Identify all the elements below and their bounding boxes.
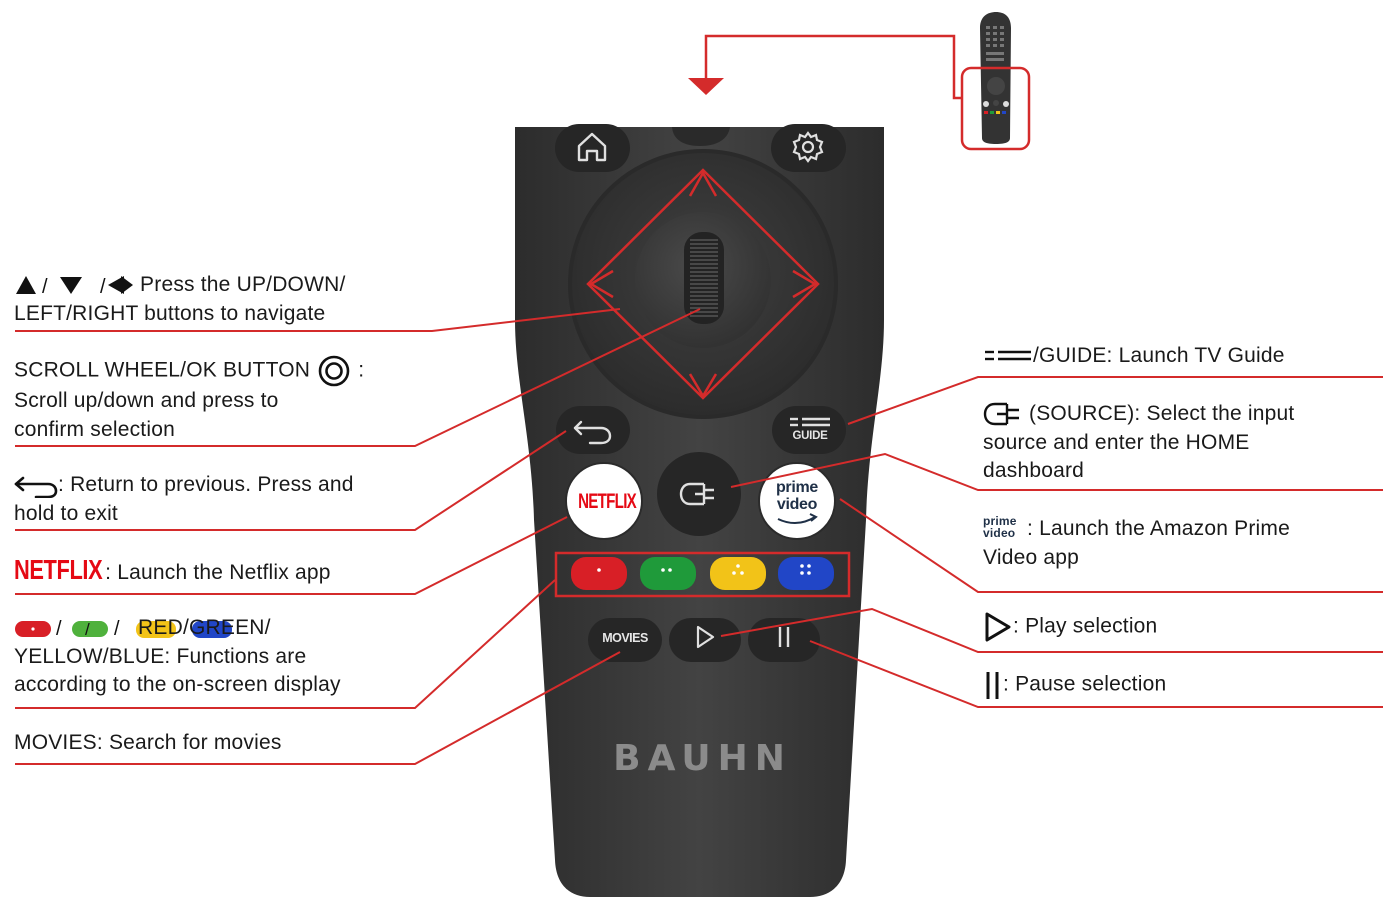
netflix-button-label: NETFLIX (578, 490, 637, 513)
callout-navigate-line2: LEFT/RIGHT buttons to navigate (14, 301, 326, 325)
callout-netflix: NETFLIX: Launch the Netflix app (14, 554, 331, 588)
svg-text:/: / (114, 618, 120, 640)
scroll-wheel-ridges (684, 232, 724, 324)
guide-icon (985, 351, 1031, 361)
callout-source-line3: dashboard (983, 459, 1085, 482)
left-triangle-icon (108, 276, 124, 295)
callout-guide-text: /GUIDE: Launch TV Guide (1033, 344, 1285, 367)
svg-text:/: / (85, 620, 90, 639)
ok-button-icon (318, 355, 350, 387)
callout-prime: prime video : Launch the Amazon Prime Vi… (983, 515, 1290, 572)
source-button[interactable] (657, 452, 741, 536)
callout-scroll-line3: confirm selection (14, 417, 175, 441)
green-pill-icon (72, 621, 108, 638)
home-icon (577, 132, 607, 162)
prime-video-button[interactable] (758, 462, 836, 540)
callout-prime-line2: Video app (983, 545, 1080, 569)
play-icon (985, 612, 1011, 642)
right-arrow-icon (792, 269, 818, 299)
movies-button[interactable] (588, 618, 662, 662)
callout-back: : Return to previous. Press and hold to … (14, 471, 354, 528)
yellow-blue-pill-icons (136, 621, 232, 638)
right-triangle-icon (121, 276, 133, 295)
arrow-keys-icon: / / (16, 276, 124, 297)
brand-logo: BAUHN (613, 738, 792, 779)
gear-icon (792, 131, 824, 163)
blue-key[interactable] (778, 557, 834, 590)
callout-scroll-line2: Scroll up/down and press to (14, 389, 279, 412)
movies-button-label: MOVIES (602, 631, 648, 645)
color-keys-icons: / / / (15, 618, 120, 640)
down-arrow-icon (688, 373, 718, 399)
prime-icon-word-1: prime (983, 514, 1017, 529)
svg-text:/: / (100, 276, 106, 297)
pause-button[interactable] (748, 618, 820, 662)
callout-color-keys: / / / RED/GREEN/ YELLOW/BLUE: Functions … (14, 614, 341, 700)
green-key[interactable] (640, 557, 696, 590)
callout-navigate-line1: Press the UP/DOWN/ (140, 273, 346, 296)
play-icon (696, 625, 715, 649)
yellow-key[interactable] (710, 557, 766, 590)
back-button[interactable] (556, 406, 630, 454)
callout-navigate: / / Press the UP/DOWN/ LEFT/RIGHT button… (14, 271, 346, 328)
red-key[interactable] (571, 557, 627, 590)
settings-button[interactable] (771, 124, 846, 172)
prime-icon-word-2: video (983, 526, 1016, 541)
back-arrow-icon (14, 477, 58, 499)
back-arrow-icon (573, 420, 612, 445)
home-button[interactable] (555, 124, 630, 172)
callout-back-line1: : Return to previous. Press and (58, 473, 354, 496)
netflix-button[interactable] (565, 462, 643, 540)
callout-prime-line1: : Launch the Amazon Prime (1027, 517, 1290, 540)
dpad-highlight (586, 168, 820, 400)
down-triangle-icon (60, 277, 82, 295)
callout-scroll-wheel: SCROLL WHEEL/OK BUTTON : Scroll up/down … (14, 355, 364, 444)
svg-text:/: / (56, 618, 62, 640)
callout-pause-text: : Pause selection (1003, 672, 1167, 696)
zoom-arrow (688, 34, 962, 100)
callout-color-line2: YELLOW/BLUE: Functions are (14, 644, 307, 668)
color-keys-highlight (554, 551, 851, 598)
callout-play-text: : Play selection (1013, 614, 1158, 638)
guide-button-label: GUIDE (792, 430, 828, 442)
callout-scroll-line1: SCROLL WHEEL/OK BUTTON (14, 358, 311, 382)
source-icon (679, 482, 714, 506)
callout-pause: : Pause selection (983, 669, 1166, 701)
prime-button-label-1: prime (775, 479, 819, 496)
callout-play: : Play selection (983, 611, 1157, 643)
callout-guide: /GUIDE: Launch TV Guide (983, 342, 1285, 371)
callout-source: (SOURCE): Select the input source and en… (983, 400, 1294, 486)
callout-source-line1: (SOURCE): Select the input (1029, 402, 1295, 425)
callout-back-line2: hold to exit (14, 501, 118, 525)
pause-icon (778, 627, 790, 647)
callout-color-line3: according to the on-screen display (14, 673, 341, 696)
up-triangle-icon (16, 276, 36, 295)
callout-source-line2: source and enter the HOME (983, 430, 1250, 454)
top-partial-button[interactable] (672, 127, 730, 146)
left-arrow-icon (588, 269, 614, 299)
callout-lines (15, 308, 1383, 765)
pause-icon (986, 672, 999, 699)
callout-netflix-text: : Launch the Netflix app (105, 561, 331, 584)
guide-icon (790, 417, 830, 427)
callout-movies-text: MOVIES: Search for movies (14, 731, 282, 754)
up-arrow-icon (688, 170, 718, 197)
guide-button[interactable] (772, 406, 846, 454)
netflix-logo-text: NETFLIX (14, 554, 103, 585)
callout-movies: MOVIES: Search for movies (14, 729, 282, 758)
remote-thumbnail (960, 12, 1031, 151)
prime-button-label: prime video (770, 479, 824, 513)
prime-smile-icon (777, 516, 816, 524)
source-icon (983, 403, 1019, 426)
play-button[interactable] (669, 618, 741, 662)
prime-button-label-2: video (776, 496, 818, 513)
svg-text:/: / (42, 276, 48, 297)
prime-video-icon: prime video (983, 515, 1027, 539)
callout-color-line1: RED/GREEN/ (138, 616, 271, 639)
